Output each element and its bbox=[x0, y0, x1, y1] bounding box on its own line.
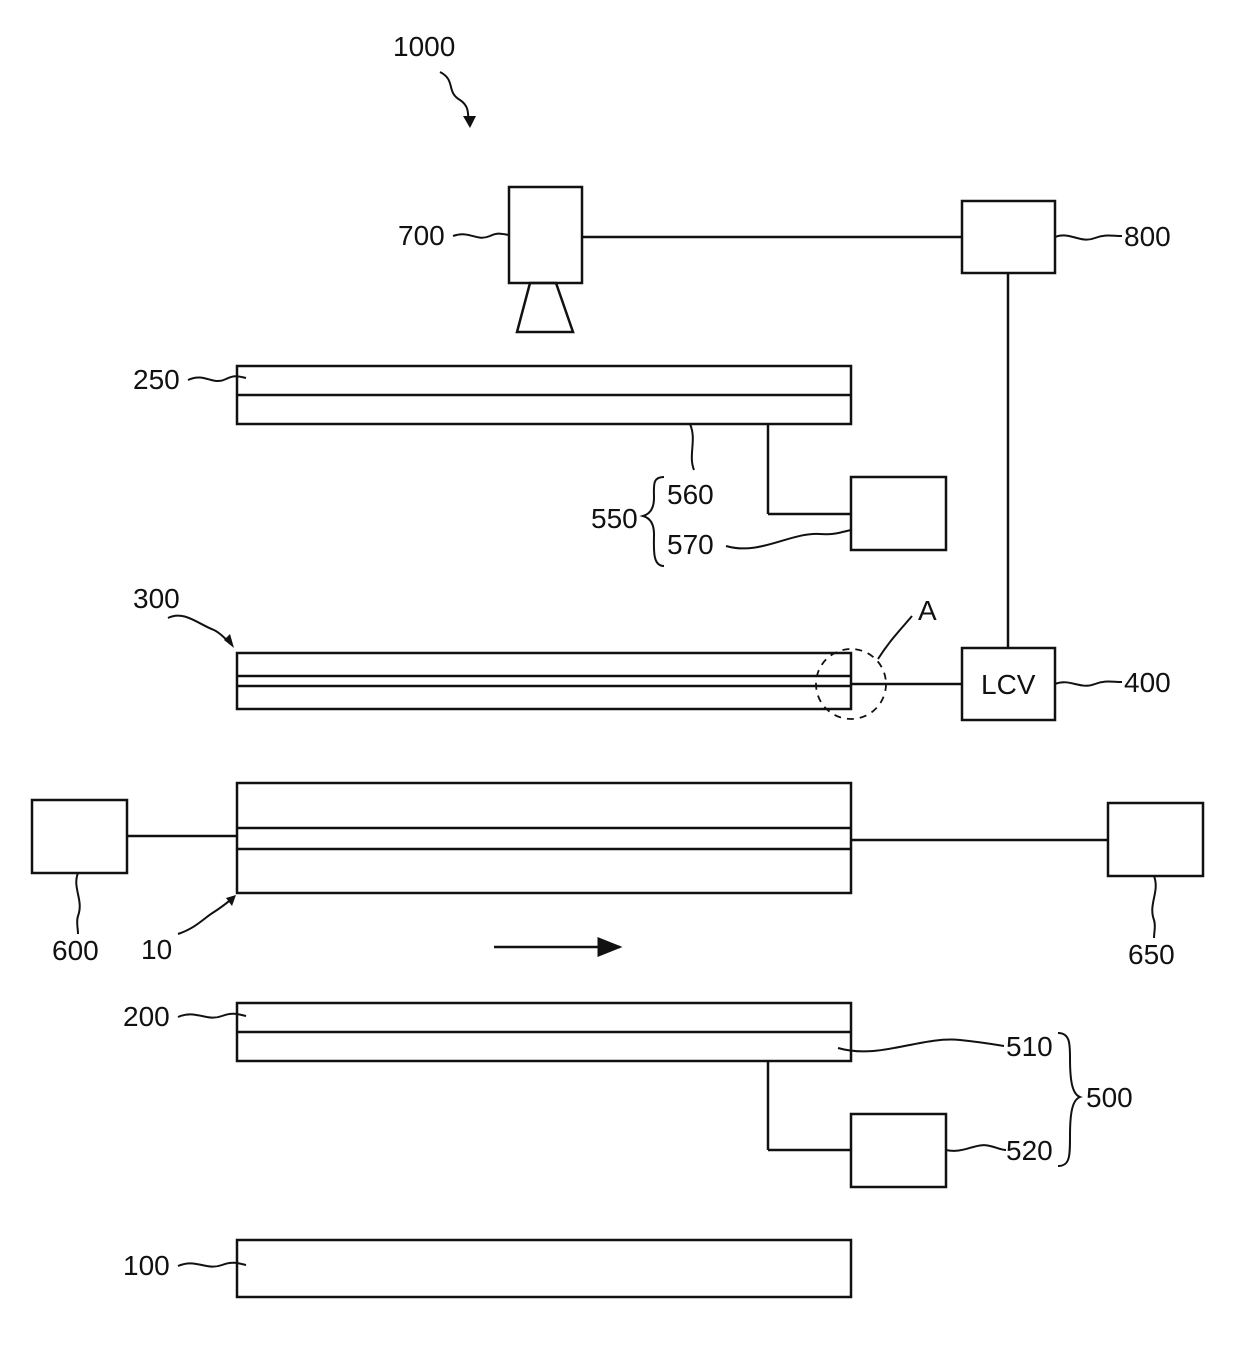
part-570-box bbox=[851, 477, 946, 550]
source-650-box bbox=[1108, 803, 1203, 876]
label-camera: 700 bbox=[398, 220, 445, 251]
label-part-520: 520 bbox=[1006, 1135, 1053, 1166]
part-520-leader bbox=[946, 1145, 1006, 1151]
label-source-right: 650 bbox=[1128, 939, 1175, 970]
part-520-box bbox=[851, 1114, 946, 1187]
lcv-text: LCV bbox=[981, 669, 1036, 700]
source-650-leader bbox=[1152, 876, 1155, 938]
label-part-510: 510 bbox=[1006, 1031, 1053, 1062]
brace-500 bbox=[1058, 1033, 1080, 1166]
part-570-leader bbox=[726, 530, 851, 548]
lcv-leader bbox=[1055, 682, 1122, 686]
label-part-570: 570 bbox=[667, 529, 714, 560]
system-arrowhead bbox=[463, 116, 476, 128]
label-controller: 800 bbox=[1124, 221, 1171, 252]
camera-700-box bbox=[509, 187, 582, 283]
label-layer-200: 200 bbox=[123, 1001, 170, 1032]
detail-a-leader bbox=[878, 616, 912, 659]
mask-300-box bbox=[237, 653, 851, 709]
label-substrate: 10 bbox=[141, 934, 172, 965]
controller-leader bbox=[1055, 235, 1122, 239]
part-560-leader bbox=[690, 424, 694, 470]
part-510-leader bbox=[838, 1040, 1004, 1052]
label-unit-500: 500 bbox=[1086, 1082, 1133, 1113]
label-lcv-ref: 400 bbox=[1124, 667, 1171, 698]
label-source-left: 600 bbox=[52, 935, 99, 966]
label-base: 100 bbox=[123, 1250, 170, 1281]
source-600-leader bbox=[76, 873, 79, 934]
base-100-box bbox=[237, 1240, 851, 1297]
mask-leader bbox=[168, 616, 231, 644]
label-mask: 300 bbox=[133, 583, 180, 614]
substrate-10-box bbox=[237, 783, 851, 893]
label-layer-top: 250 bbox=[133, 364, 180, 395]
label-system: 1000 bbox=[393, 31, 455, 62]
camera-leader bbox=[453, 234, 509, 238]
brace-550 bbox=[643, 477, 664, 566]
source-600-box bbox=[32, 800, 127, 873]
camera-lens-icon bbox=[517, 283, 573, 332]
label-part-560: 560 bbox=[667, 479, 714, 510]
label-detail-a: A bbox=[918, 595, 937, 626]
label-unit-550: 550 bbox=[591, 503, 638, 534]
substrate-arrowhead bbox=[226, 895, 236, 906]
substrate-leader bbox=[178, 898, 233, 934]
mask-arrowhead bbox=[224, 634, 234, 648]
controller-800-box bbox=[962, 201, 1055, 273]
